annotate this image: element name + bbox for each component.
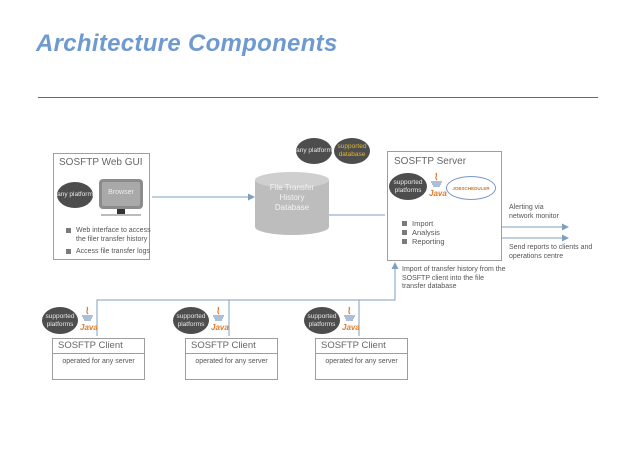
platform-badge: any platform <box>57 182 93 208</box>
any-platform-badge: any platform <box>296 138 332 164</box>
jobscheduler-logo: JOBSCHEDULER <box>446 176 496 200</box>
database-label-line: Database <box>274 203 310 212</box>
platform-badge: supported platforms <box>42 307 78 334</box>
java-label: Java <box>342 323 360 332</box>
client-title: SOSFTP Client <box>186 339 277 354</box>
supported-database-badge: supported database <box>334 138 370 164</box>
client-box: SOSFTP Client operated for any server <box>185 338 278 380</box>
feature-item: Web interface to access the filer transf… <box>66 226 152 244</box>
web-gui-feature-list: Web interface to access the filer transf… <box>66 226 152 256</box>
database-label-line: File Transfer <box>269 183 315 192</box>
java-label: Java <box>429 189 447 198</box>
feature-item: Import <box>402 219 445 228</box>
platform-badge: supported platforms <box>304 307 340 334</box>
platform-badge: supported platforms <box>389 173 427 200</box>
java-icon: Java <box>79 306 98 332</box>
client-box: SOSFTP Client operated for any server <box>315 338 408 380</box>
java-icon: Java <box>210 306 229 332</box>
browser-icon: Browser <box>99 179 143 221</box>
reports-note: Send reports to clients and operations c… <box>509 244 593 260</box>
platform-badge: supported platforms <box>173 307 209 334</box>
server-feature-list: Import Analysis Reporting <box>402 219 445 246</box>
feature-item: Reporting <box>402 237 445 246</box>
client-box: SOSFTP Client operated for any server <box>52 338 145 380</box>
client-description: operated for any server <box>62 358 135 365</box>
client-description: operated for any server <box>325 358 398 365</box>
import-note: Import of transfer history from the SOSF… <box>402 266 506 290</box>
database-label-line: History <box>279 193 305 202</box>
java-icon: Java <box>341 306 360 332</box>
java-label: Java <box>211 323 229 332</box>
database-label: File Transfer History Database <box>252 183 332 213</box>
server-title: SOSFTP Server <box>394 156 467 167</box>
title-divider <box>38 97 598 98</box>
feature-item: Access file transfer logs <box>66 247 152 256</box>
client-title: SOSFTP Client <box>316 339 407 354</box>
feature-item: Analysis <box>402 228 445 237</box>
page-title: Architecture Components <box>36 30 338 57</box>
java-label: Java <box>80 323 98 332</box>
client-description: operated for any server <box>195 358 268 365</box>
client-title: SOSFTP Client <box>53 339 144 354</box>
java-icon: Java <box>428 172 447 198</box>
browser-label: Browser <box>108 189 134 196</box>
alerting-note: Alerting via network monitor <box>509 204 559 220</box>
web-gui-title: SOSFTP Web GUI <box>59 157 143 168</box>
